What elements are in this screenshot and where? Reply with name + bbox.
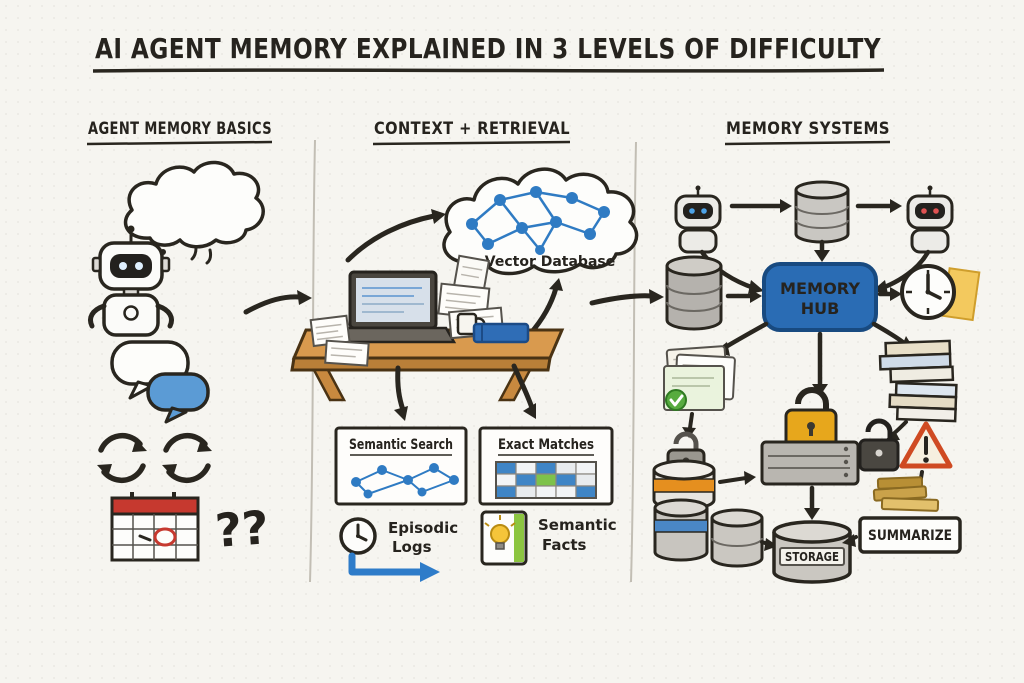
semantic-search-box: Semantic Search [334,426,468,506]
blue-notebook-icon [472,322,530,344]
gold-padlock-icon [784,387,838,450]
arrow-hub-to-clock [877,287,902,301]
summarize-label: SUMMARIZE [868,528,952,544]
mini-graph-nodes [351,463,459,499]
laptop-icon [331,270,457,344]
dark-padlock-icon [858,418,900,472]
robot-icon [88,225,174,337]
arrow-desk-to-semantic-search [394,365,408,421]
arrow-robot-to-db [729,199,792,213]
arrow-summarize-to-storage [842,534,858,547]
calendar-icon [110,492,200,562]
server-box-icon [760,440,860,486]
memory-hub-box: MEMORY HUB [762,262,878,332]
large-clock-icon [900,264,956,320]
header-underline-2 [372,140,571,146]
header-memory-systems: MEMORY SYSTEMS [726,119,890,139]
question-marks-label: ?? [213,500,270,558]
arrow-desk-to-cloud-left [345,209,446,263]
gold-bars-icon [872,476,940,512]
small-robot-right-icon [906,185,954,254]
header-underline-1 [86,140,273,146]
paper-sheet [324,339,370,367]
episodic-logs-label-line2: Logs [392,538,432,556]
notes-stack-icon [663,345,736,411]
speech-bubbles-icon [110,340,210,424]
vector-network-nodes [466,186,610,255]
check-badge-icon [665,389,687,411]
arrow-desk-to-exact-matches [511,363,536,419]
header-context-retrieval: CONTEXT + RETRIEVAL [374,119,570,139]
arrow-context-to-systems [589,289,664,306]
database-stack-left-icon [665,255,723,331]
header-underline-3 [724,140,891,146]
cylinder-blue-band-icon [653,498,709,562]
storage-label: STORAGE [785,550,839,564]
exact-matches-box: Exact Matches [478,426,614,506]
small-robot-left-icon [674,185,722,254]
arrow-cylinders-to-storage [760,538,778,551]
semantic-facts-label-line2: Facts [542,536,587,554]
arrow-barrel-to-server [718,471,756,485]
memory-hub-label-line1: MEMORY [780,279,860,298]
sync-arrows-icon [97,432,212,484]
cylinder-gray-icon [710,508,764,568]
column-divider-right [630,141,637,583]
arrow-hub-to-lock [812,331,828,396]
database-cylinder-top-icon [794,180,850,244]
semantic-search-label: Semantic Search [349,437,453,453]
episodic-blue-arrow [348,552,440,582]
arrow-db-to-robot [855,199,902,213]
exact-matches-label: Exact Matches [498,437,594,453]
books-stack-icon [878,339,958,423]
episodic-logs-label-line1: Episodic [388,519,458,537]
episodic-logs-group: Episodic Logs [339,517,458,582]
page-title: AI AGENT MEMORY EXPLAINED IN 3 LEVELS OF… [95,32,881,65]
lightbulb-icon [484,515,516,550]
paper-sheet [309,314,351,348]
arrow-basics-to-context [243,290,312,315]
arrow-db-to-hub [814,239,830,262]
arrow-stack-to-hub [725,289,762,303]
memory-hub-label-line2: HUB [801,299,840,318]
match-grid [495,461,597,499]
summarize-box: SUMMARIZE [858,516,962,554]
barrel-cylinder-icon [652,459,716,511]
semantic-facts-label-line1: Semantic [538,516,617,534]
semantic-facts-group: Semantic Facts [480,510,617,566]
title-underline [92,68,885,73]
vector-database-cloud: Vector Database [442,167,639,276]
arrow-server-to-storage [804,485,820,520]
warning-triangle-icon [899,421,953,469]
vector-database-label: Vector Database [485,254,615,270]
fact-card-green-edge [514,514,524,562]
header-agent-memory-basics: AGENT MEMORY BASICS [88,119,272,139]
storage-cylinder-icon: STORAGE [772,520,852,584]
arrow-desk-to-cloud-right [527,278,563,337]
